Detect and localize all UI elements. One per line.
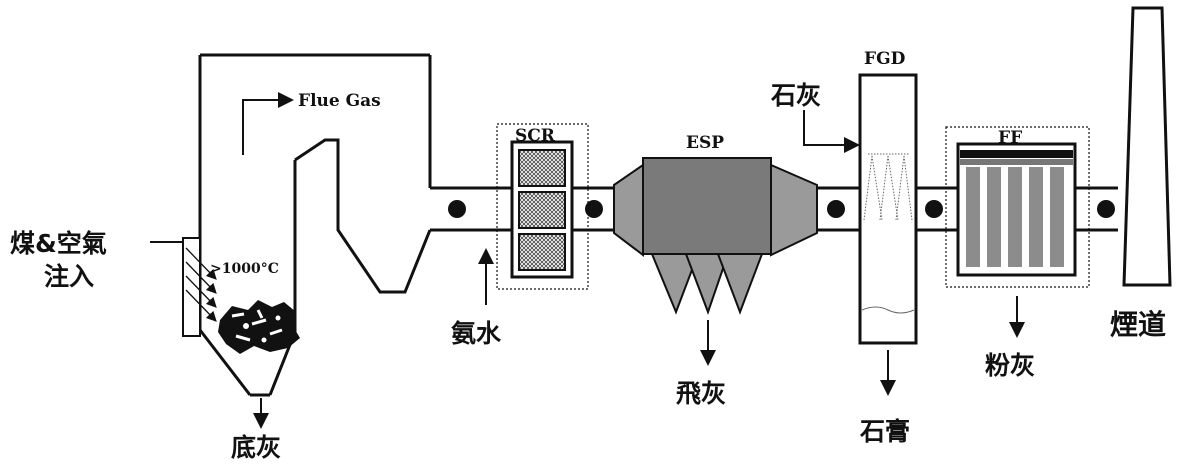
duct bbox=[430, 186, 1118, 232]
ff-label: FF bbox=[998, 128, 1022, 148]
lime-label: 石灰 bbox=[770, 81, 821, 110]
duct-node-2 bbox=[585, 200, 603, 218]
ff-unit bbox=[945, 126, 1090, 338]
scr-unit bbox=[496, 123, 589, 290]
fgd-unit bbox=[803, 73, 918, 396]
chimney bbox=[1122, 6, 1172, 287]
lime-arrow bbox=[803, 110, 860, 153]
ammonia-water-label: 氨水 bbox=[451, 319, 502, 348]
flue-gas-arrow bbox=[242, 92, 294, 155]
coal-pile-icon bbox=[218, 300, 300, 354]
scr-label: SCR bbox=[515, 126, 556, 146]
chimney-label: 煙道 bbox=[1110, 308, 1166, 341]
fly-ash-label: 飛灰 bbox=[676, 379, 726, 408]
duct-node-3 bbox=[827, 200, 845, 218]
gypsum-label: 石膏 bbox=[859, 417, 910, 446]
bottom-ash-label: 底灰 bbox=[231, 433, 281, 462]
esp-unit bbox=[613, 157, 818, 366]
injection-label: 注入 bbox=[44, 262, 94, 291]
coal-air-label: 煤&空氣 bbox=[10, 229, 107, 258]
duct-node-1 bbox=[448, 200, 466, 218]
powder-ash-label: 粉灰 bbox=[985, 351, 1035, 380]
fgd-label: FGD bbox=[864, 49, 906, 69]
duct-node-5 bbox=[1097, 200, 1115, 218]
temperature-label: >1000°C bbox=[210, 261, 279, 277]
coal-injector bbox=[150, 237, 217, 337]
duct-node-4 bbox=[925, 200, 943, 218]
esp-label: ESP bbox=[686, 133, 724, 153]
flue-gas-label: Flue Gas bbox=[298, 91, 381, 111]
